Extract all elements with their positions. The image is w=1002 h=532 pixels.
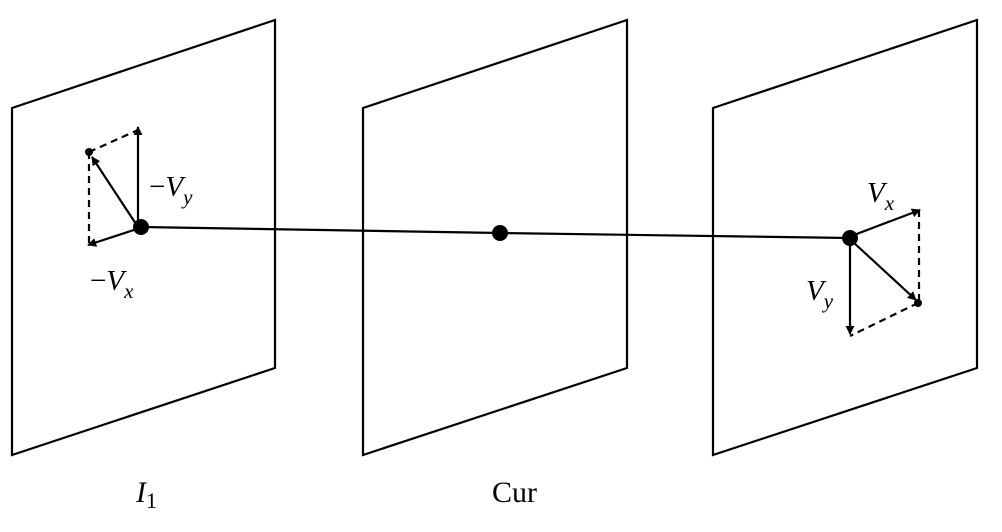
left-resultant-arrow (91, 156, 137, 225)
right-vy-label: Vy (806, 275, 834, 313)
left-plane-var: I (135, 476, 148, 509)
left-neg-vy-sign: − (149, 171, 165, 203)
middle-current-plane (361, 18, 629, 457)
middle-point (492, 225, 508, 241)
right-image-plane (711, 18, 979, 457)
middle-plane-label: Cur (492, 476, 537, 509)
left-neg-vx-arrow (87, 227, 138, 247)
left-image-plane (10, 18, 277, 457)
right-vx-label: Vx (867, 177, 895, 215)
left-plane-label: I1 (135, 476, 157, 513)
trajectory-line-right (499, 231, 851, 240)
right-vy-sub: y (822, 289, 834, 313)
right-vy-var: V (806, 275, 827, 307)
left-neg-vx-sub: x (123, 279, 134, 303)
right-dashed-bottom (849, 302, 919, 337)
right-vx-arrow (853, 208, 921, 237)
left-neg-vx-label: −Vx (90, 265, 134, 303)
trajectory-line-left (140, 225, 501, 235)
right-vx-var: V (867, 177, 888, 209)
right-vx-sub: x (884, 191, 895, 215)
left-neg-vy-var: V (165, 171, 186, 203)
left-dashed-top (88, 128, 139, 154)
left-neg-vx-var: V (106, 265, 127, 297)
left-neg-vx-sign: − (90, 265, 106, 297)
left-plane-sub: 1 (146, 488, 157, 513)
left-neg-vy-sub: y (181, 185, 193, 209)
left-neg-vy-label: −Vy (149, 171, 193, 209)
right-resultant-arrow (852, 241, 917, 301)
